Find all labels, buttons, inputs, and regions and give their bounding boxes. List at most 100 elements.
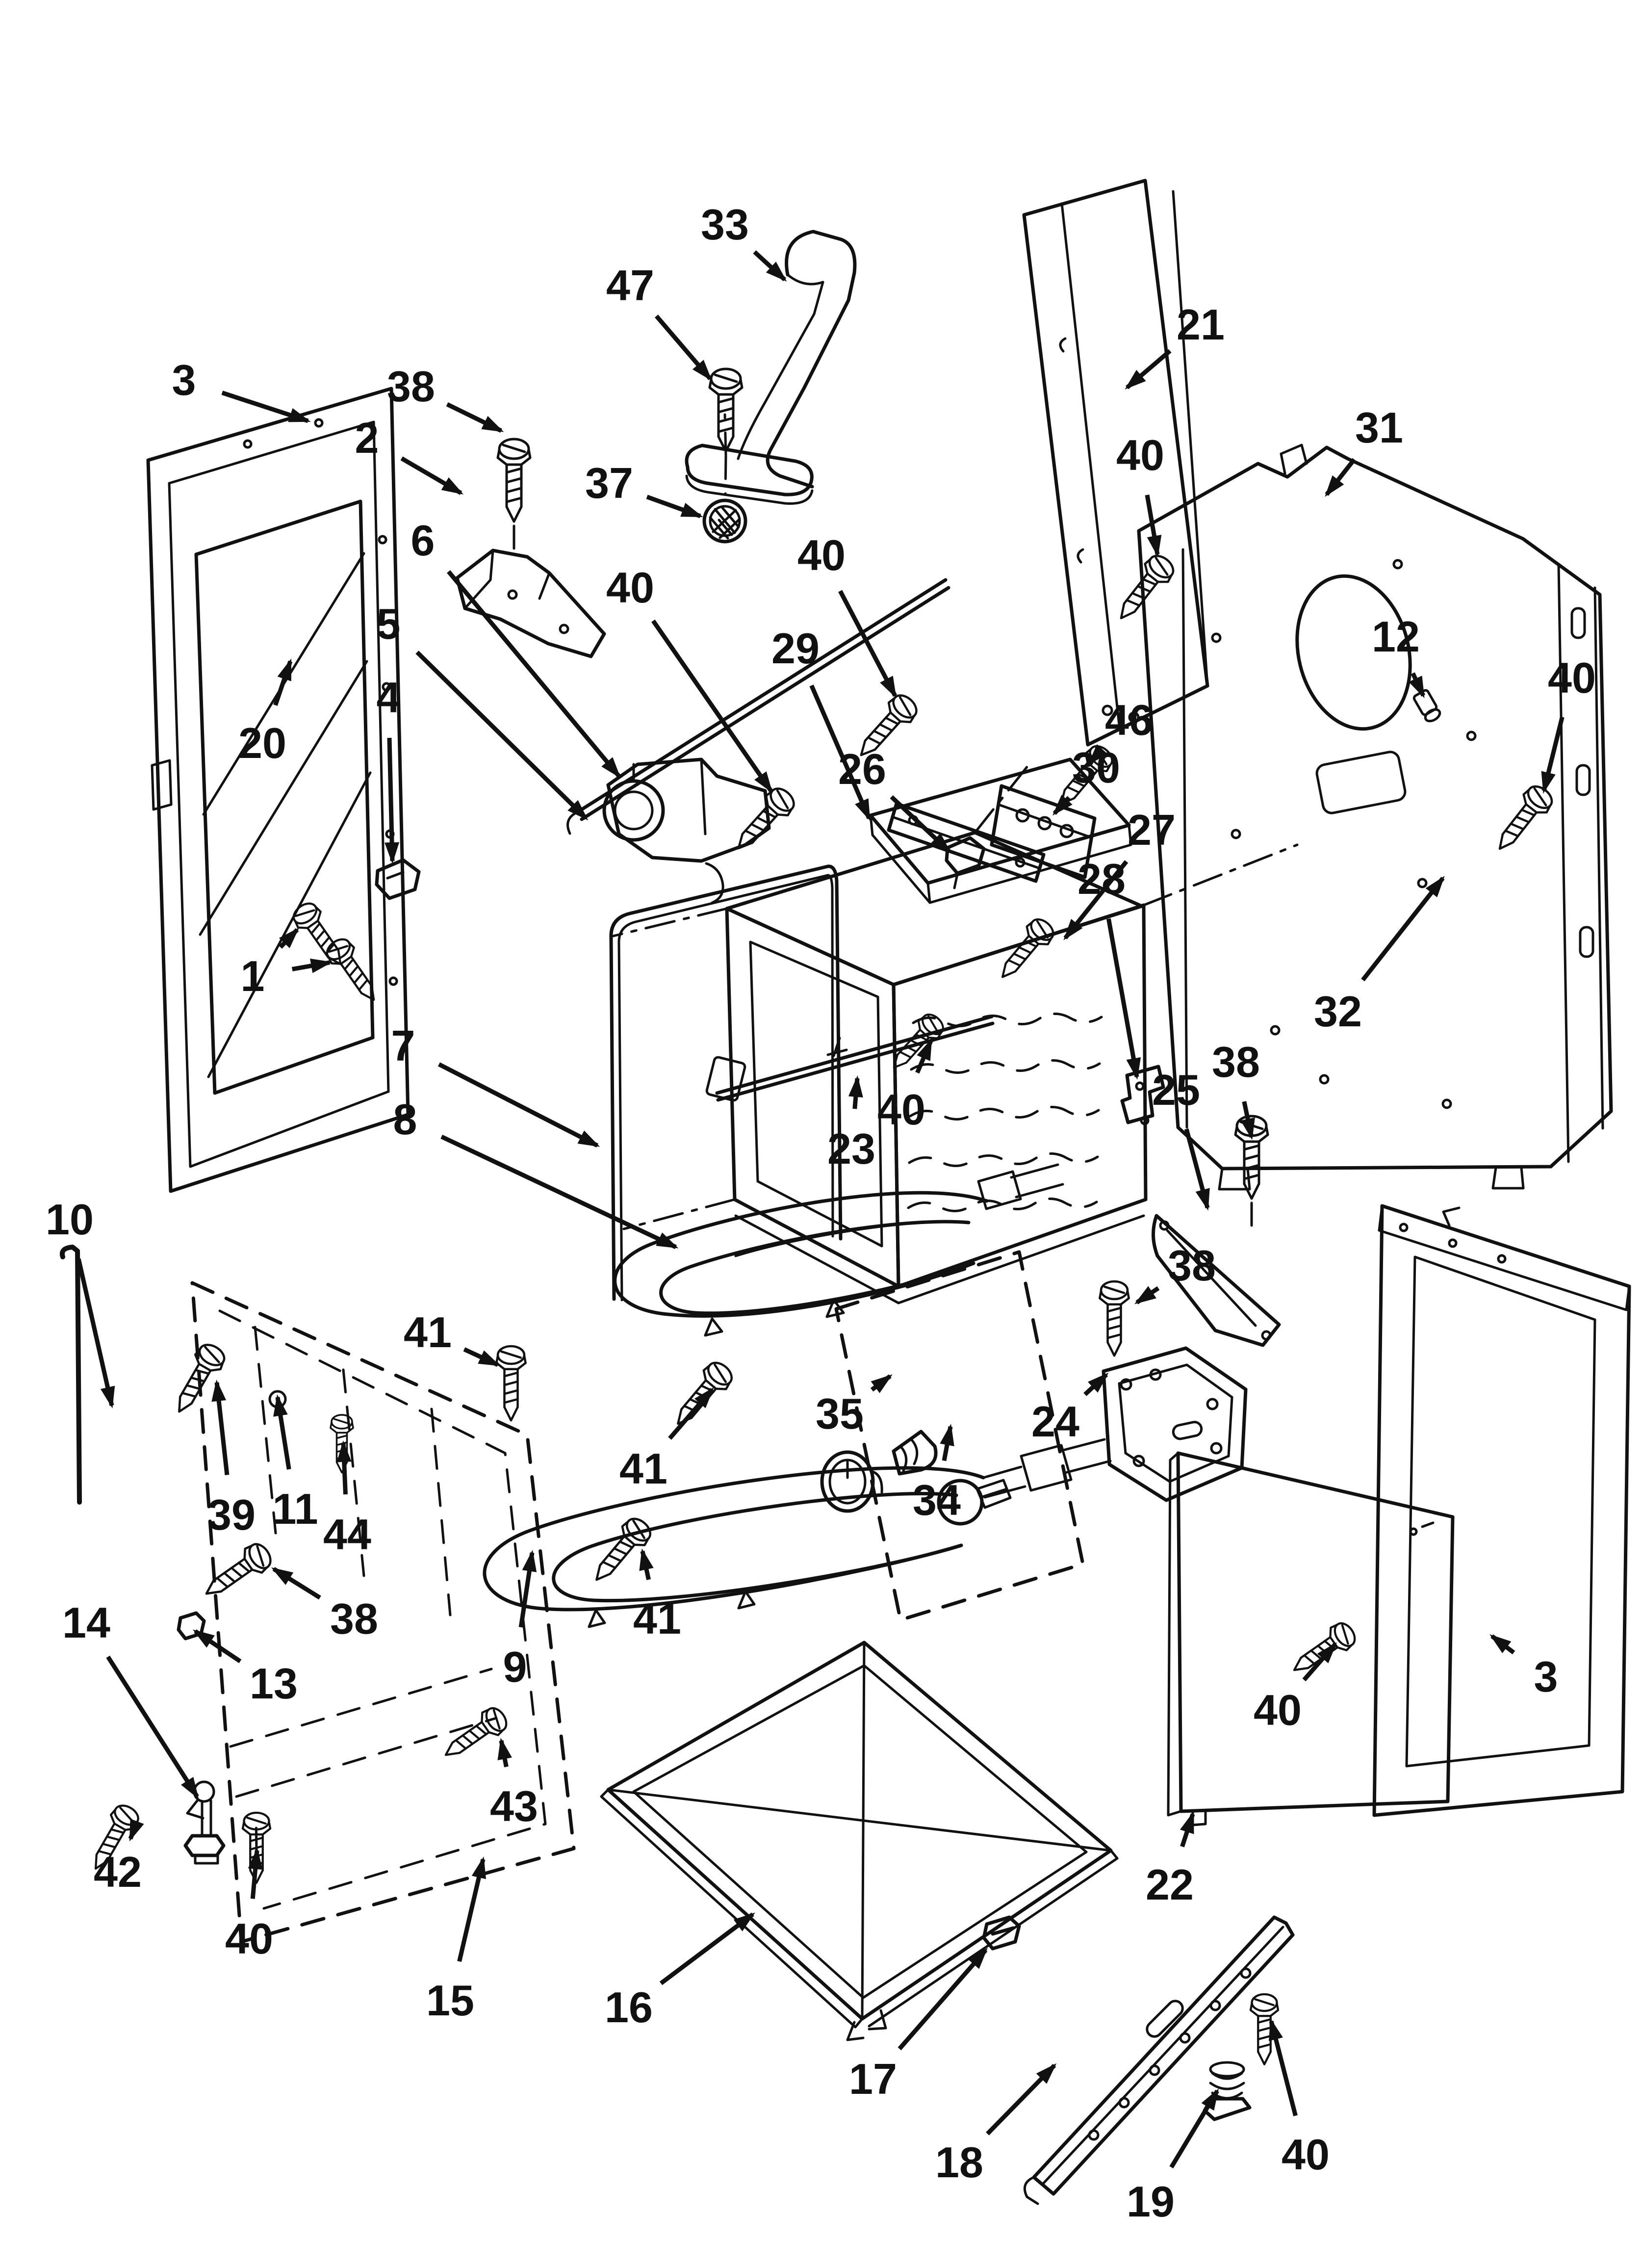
leader-12 xyxy=(1409,672,1426,699)
leader-3-right xyxy=(1489,1634,1515,1655)
leader-41-bake2 xyxy=(639,1548,654,1580)
leader-37 xyxy=(646,495,703,519)
part-rear-duct-21 xyxy=(1022,179,1209,747)
callout-37: 37 xyxy=(585,459,633,507)
callout-41-bake1: 41 xyxy=(619,1444,667,1493)
callout-28: 28 xyxy=(1078,855,1126,903)
callout-11: 11 xyxy=(272,1485,318,1533)
part-vent-duct-33 xyxy=(685,230,857,505)
part-latch-assembly-6 xyxy=(602,757,771,904)
callout-43: 43 xyxy=(490,1782,538,1830)
leader-18 xyxy=(986,2063,1057,2136)
leader-15 xyxy=(457,1856,486,1962)
callout-38-top: 38 xyxy=(387,362,435,411)
callout-14: 14 xyxy=(62,1598,110,1647)
callout-38-guard: 38 xyxy=(330,1594,378,1643)
part-back-guard-15 xyxy=(60,1245,576,1944)
callout-44: 44 xyxy=(323,1510,371,1559)
callout-38-rear1: 38 xyxy=(1212,1038,1260,1086)
leader-42 xyxy=(128,1819,144,1842)
leader-27 xyxy=(1063,860,1129,940)
callout-34: 34 xyxy=(913,1476,961,1524)
callout-3-right: 3 xyxy=(1534,1652,1558,1701)
leader-39 xyxy=(211,1380,230,1475)
leader-11 xyxy=(273,1394,291,1470)
callout-25: 25 xyxy=(1152,1066,1200,1114)
part-dashed-box-34 xyxy=(834,1250,1085,1622)
part-side-panel-right xyxy=(1372,1204,1631,1817)
callout-30: 30 xyxy=(1072,743,1120,792)
part-rear-panel-31 xyxy=(1137,443,1613,1191)
callout-5: 5 xyxy=(376,600,401,648)
leader-43 xyxy=(497,1738,512,1768)
leader-38-top xyxy=(446,402,504,433)
callout-38-rear2: 38 xyxy=(1168,1241,1216,1290)
callout-6: 6 xyxy=(410,516,435,565)
callout-26: 26 xyxy=(838,745,886,793)
callout-22: 22 xyxy=(1146,1860,1194,1909)
leader-13 xyxy=(193,1629,242,1664)
leader-40-right xyxy=(1541,716,1565,794)
callout-19: 19 xyxy=(1127,2177,1175,2226)
leader-30 xyxy=(1052,794,1073,816)
leader-2 xyxy=(400,456,464,495)
callout-40-center: 40 xyxy=(797,531,846,579)
leader-24 xyxy=(1083,1372,1109,1396)
leader-21 xyxy=(1125,349,1172,390)
callout-40-switch: 40 xyxy=(877,1085,925,1134)
leader-40-bottom xyxy=(1268,2018,1298,2116)
callout-8: 8 xyxy=(393,1095,417,1144)
leader-23 xyxy=(848,1075,863,1109)
leader-40-switch xyxy=(915,1038,933,1074)
callout-23: 23 xyxy=(827,1124,875,1173)
callout-12: 12 xyxy=(1372,612,1420,661)
callout-46: 46 xyxy=(1105,696,1153,744)
leader-33 xyxy=(753,250,787,282)
leader-40-leg xyxy=(248,1848,263,1899)
callout-32: 32 xyxy=(1314,987,1362,1036)
leader-38-rear1 xyxy=(1240,1101,1255,1140)
leader-44 xyxy=(336,1440,352,1495)
leader-17 xyxy=(898,1948,988,2051)
leader-29 xyxy=(809,684,872,821)
leader-7 xyxy=(437,1062,600,1148)
callout-40-duct: 40 xyxy=(1116,431,1164,479)
leader-40-center xyxy=(838,590,897,699)
part-clip-17 xyxy=(982,1915,1021,1951)
leader-9 xyxy=(518,1550,537,1628)
callout-40-right: 40 xyxy=(1548,653,1596,702)
leader-19 xyxy=(1169,2088,1219,2169)
callout-9: 9 xyxy=(503,1642,527,1691)
callout-4: 4 xyxy=(376,673,401,722)
leader-38-guard xyxy=(271,1567,321,1600)
leader-1 xyxy=(279,927,300,949)
leader-28 xyxy=(1106,918,1141,1080)
leader-34 xyxy=(940,1424,954,1461)
callout-2: 2 xyxy=(355,414,379,462)
callout-29: 29 xyxy=(771,624,820,673)
callout-40-panel: 40 xyxy=(1254,1686,1302,1734)
leader-16 xyxy=(659,1912,755,1985)
callout-40-bottom: 40 xyxy=(1282,2130,1330,2179)
part-bracket-29 xyxy=(887,802,1046,883)
part-latch-rod-23 xyxy=(705,1015,995,1102)
part-clip-26 xyxy=(945,836,986,889)
callout-3-left: 3 xyxy=(172,356,196,404)
leader-25 xyxy=(1184,1128,1210,1211)
leader-40-panel xyxy=(1302,1642,1337,1682)
leader-32 xyxy=(1361,876,1445,982)
leader-22 xyxy=(1180,1811,1195,1848)
part-keeper-clip-4 xyxy=(375,858,421,900)
callout-15: 15 xyxy=(426,1976,474,2025)
leader-6 xyxy=(447,570,621,779)
leader-41-broil xyxy=(463,1347,501,1367)
leader-40-duct xyxy=(1145,495,1162,557)
callout-10: 10 xyxy=(46,1195,94,1244)
callout-31: 31 xyxy=(1355,403,1403,452)
callout-24: 24 xyxy=(1031,1397,1079,1446)
callout-39: 39 xyxy=(207,1490,256,1539)
part-drawer-glide-18 xyxy=(1023,1915,1295,2205)
